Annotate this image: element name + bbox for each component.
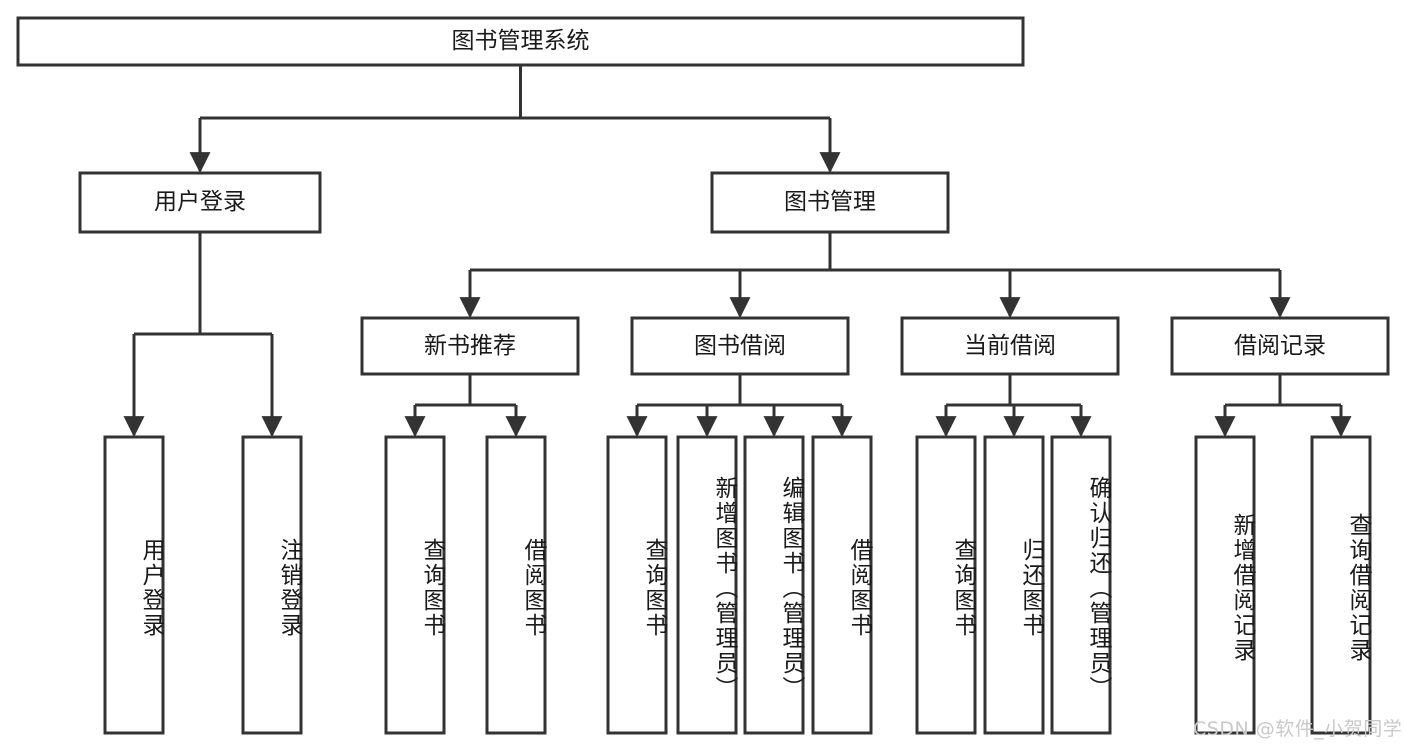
node-leaf-9-box[interactable]: [985, 437, 1043, 733]
node-level3-2-box[interactable]: [902, 318, 1118, 374]
node-leaf-0-box[interactable]: [105, 437, 163, 733]
node-leaf-3-box[interactable]: [487, 437, 545, 733]
node-level3-0-box[interactable]: [362, 318, 578, 374]
node-leaf-10-box[interactable]: [1052, 437, 1110, 733]
node-leaf-1-box[interactable]: [243, 437, 301, 733]
node-level3-3-box[interactable]: [1172, 318, 1388, 374]
csdn-watermark: CSDN @软件_小贺同学: [1193, 718, 1403, 740]
node-leaf-2-box[interactable]: [386, 437, 444, 733]
node-level2-1-box[interactable]: [712, 173, 948, 232]
node-leaf-6-box[interactable]: [745, 437, 803, 733]
node-level3-1-box[interactable]: [632, 318, 848, 374]
node-leaf-7-box[interactable]: [813, 437, 871, 733]
node-leaf-11-box[interactable]: [1196, 437, 1254, 733]
node-root-box[interactable]: [18, 18, 1023, 65]
node-leaf-8-box[interactable]: [917, 437, 975, 733]
node-leaf-12-box[interactable]: [1312, 437, 1370, 733]
node-leaf-4-box[interactable]: [608, 437, 666, 733]
node-level2-0-box[interactable]: [80, 173, 320, 232]
node-leaf-5-box[interactable]: [678, 437, 736, 733]
